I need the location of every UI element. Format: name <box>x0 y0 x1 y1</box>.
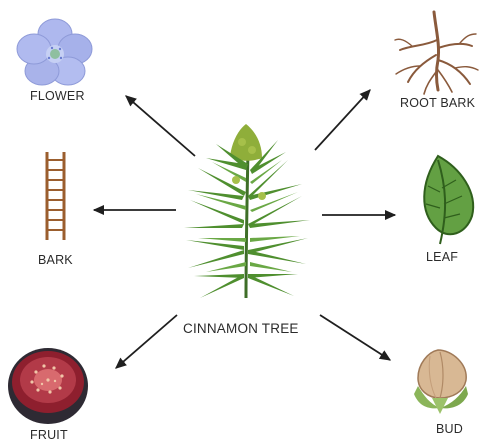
arrow-to-flower <box>126 96 195 156</box>
plant-icon <box>184 124 310 298</box>
label-leaf: LEAF <box>426 250 458 264</box>
label-bud: BUD <box>436 422 463 436</box>
root-icon <box>395 12 478 94</box>
label-center: CINNAMON TREE <box>183 321 299 336</box>
arrow-to-bud <box>320 315 390 360</box>
arrow-to-root-bark <box>315 90 370 150</box>
flower-icon <box>17 19 92 85</box>
label-root-bark: ROOT BARK <box>400 96 475 110</box>
label-flower: FLOWER <box>30 89 85 103</box>
bud-icon <box>414 350 468 414</box>
label-fruit: FRUIT <box>30 428 68 442</box>
leaf-icon <box>424 156 473 244</box>
fruit-icon <box>8 348 88 424</box>
label-bark: BARK <box>38 253 73 267</box>
arrow-to-fruit <box>116 315 177 368</box>
ladder-bark-icon <box>47 152 64 240</box>
